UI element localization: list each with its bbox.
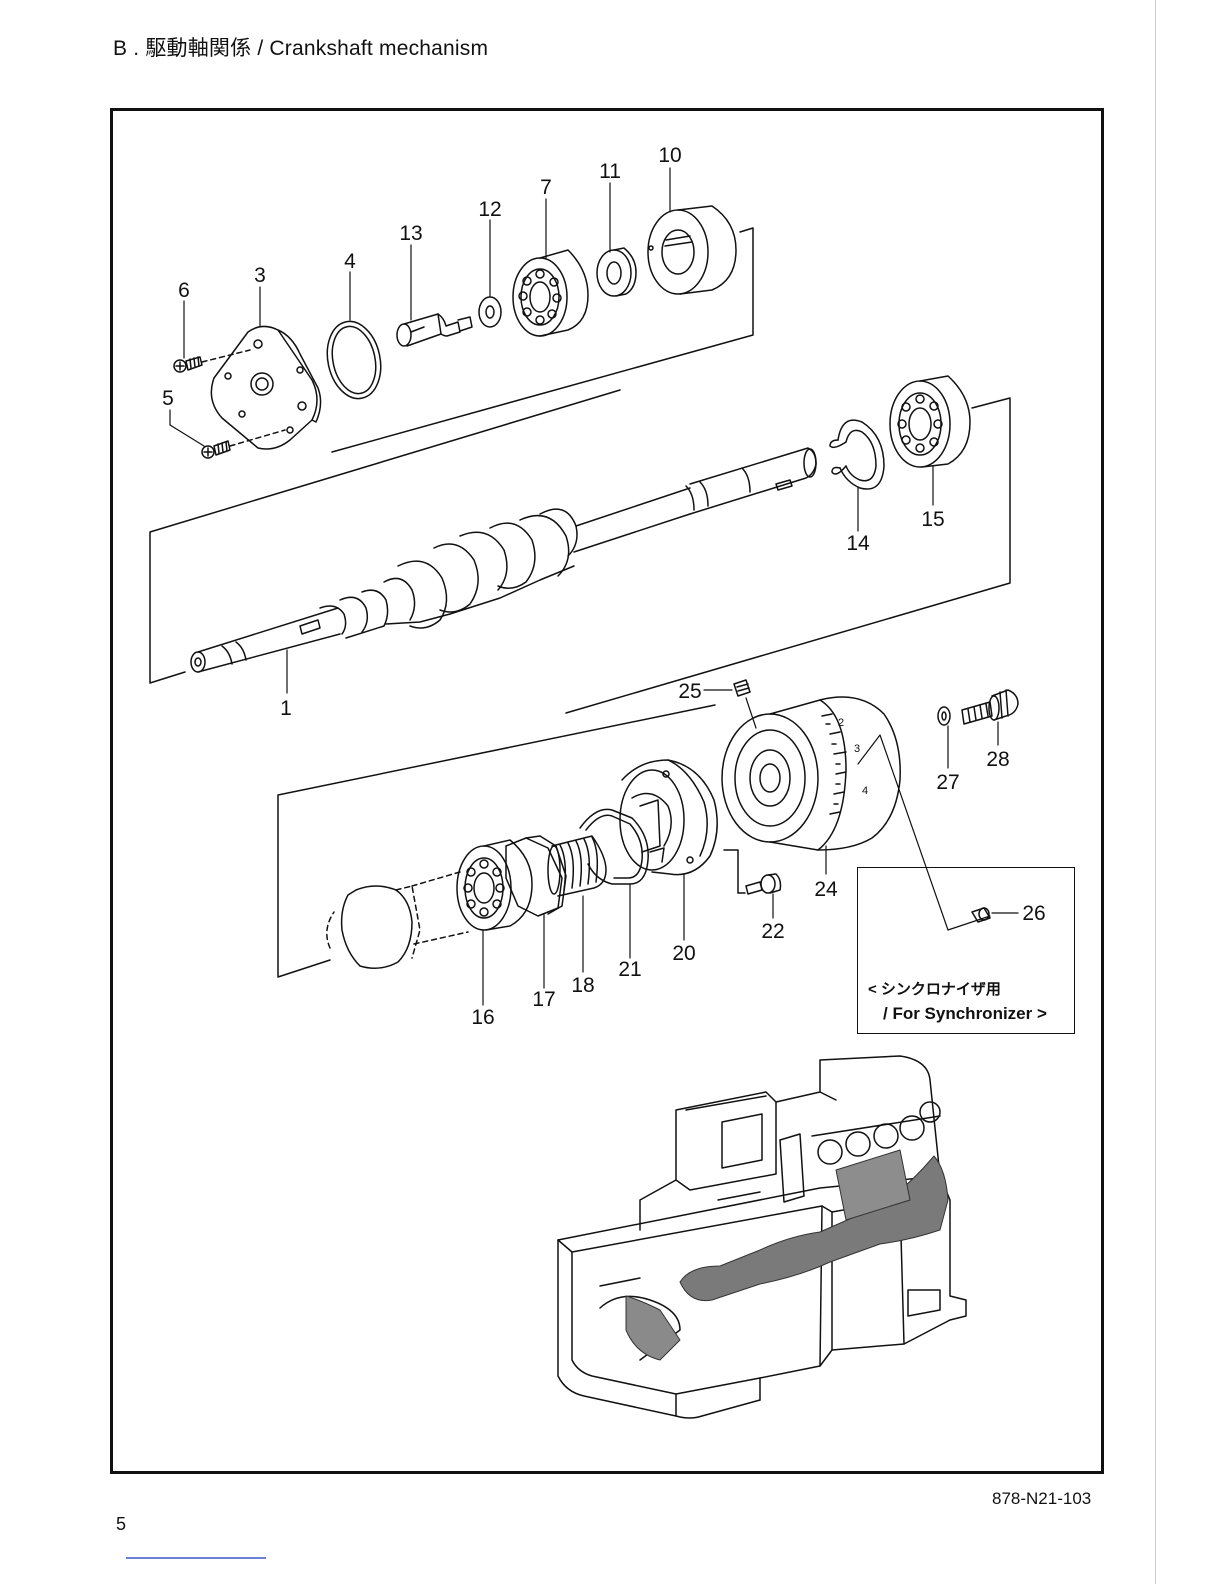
callout-13: 13 — [399, 222, 422, 245]
washer-27 — [938, 707, 950, 725]
scale-mark-4: 4 — [862, 785, 868, 797]
callout-6: 6 — [178, 279, 190, 302]
shaft-end-cap — [327, 872, 468, 968]
document-code: 878-N21-103 — [992, 1489, 1091, 1509]
callout-7: 7 — [540, 176, 552, 199]
ball-bearing-16 — [457, 840, 532, 930]
ball-bearing-15 — [890, 376, 970, 467]
callout-22: 22 — [761, 920, 784, 943]
callout-5: 5 — [162, 387, 174, 410]
screw-22 — [746, 874, 781, 894]
callout-10: 10 — [658, 144, 681, 167]
inset-label-english: / For Synchronizer > — [868, 1002, 1047, 1026]
synchronizer-inset-label: < シンクロナイザ用 / For Synchronizer > — [868, 978, 1047, 1026]
crankshaft-1 — [191, 448, 816, 672]
callout-24: 24 — [814, 878, 838, 901]
callout-27: 27 — [936, 771, 959, 794]
footer-underline — [126, 1557, 266, 1559]
upper-group-bracket — [332, 228, 753, 452]
shaft-group-bracket — [150, 390, 1010, 713]
scale-mark-3: 3 — [854, 743, 860, 755]
callout-25: 25 — [678, 680, 701, 703]
bolt-28 — [962, 690, 1018, 724]
callout-3: 3 — [254, 264, 266, 287]
screw-5 — [202, 430, 285, 458]
bearing-flange-3 — [211, 326, 320, 449]
o-ring-4 — [320, 316, 387, 403]
scale-mark-2: 2 — [838, 717, 844, 729]
callout-16: 16 — [471, 1006, 494, 1029]
synchronizer-pulley-24 — [722, 697, 900, 850]
ball-bearing-7 — [513, 250, 588, 336]
callout-18: 18 — [571, 974, 594, 997]
callout-20: 20 — [672, 942, 695, 965]
callout-12: 12 — [478, 198, 501, 221]
callout-1: 1 — [280, 697, 292, 720]
callout-28: 28 — [986, 748, 1009, 771]
retaining-ring-14 — [830, 420, 884, 489]
callout-14: 14 — [846, 532, 870, 555]
callout-15: 15 — [921, 508, 944, 531]
set-screw-25 — [734, 680, 750, 696]
page-number: 5 — [116, 1514, 126, 1535]
callout-4: 4 — [344, 250, 356, 273]
washer-11 — [597, 248, 636, 296]
pin-13 — [397, 314, 472, 346]
callout-21: 21 — [618, 958, 641, 981]
inset-label-japanese: < シンクロナイザ用 — [868, 978, 1047, 1002]
washer-12 — [479, 297, 501, 327]
screw-6 — [174, 350, 250, 372]
callout-11: 11 — [599, 160, 621, 183]
callout-17: 17 — [532, 988, 555, 1011]
gasket-21 — [580, 809, 648, 884]
collar-10 — [648, 206, 736, 294]
flange-20 — [620, 760, 717, 875]
